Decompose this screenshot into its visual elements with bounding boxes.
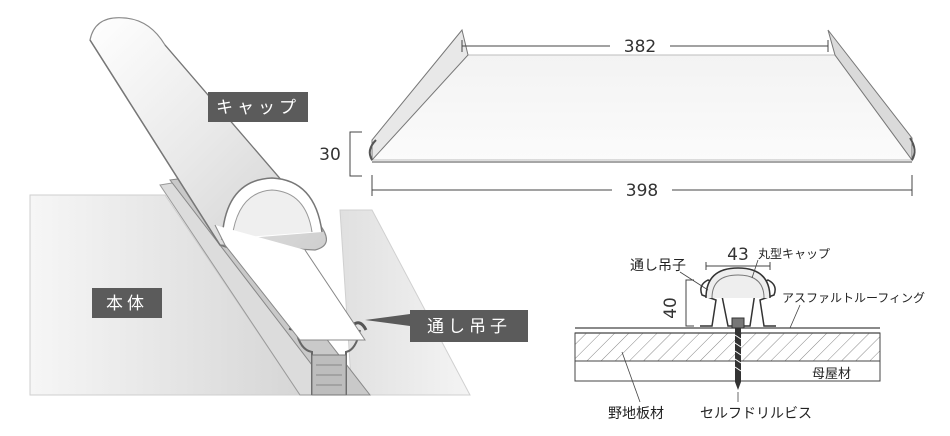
inner-clip: [214, 224, 366, 341]
cap-label: キャップ: [216, 98, 300, 118]
section-cap-label: 丸型キャップ: [758, 247, 830, 261]
section-clip-label: 通し吊子: [630, 258, 686, 274]
clip-label: 通し吊子: [427, 317, 511, 337]
body-label: 本体: [106, 294, 148, 314]
section-sheathing-label: 野地板材: [608, 406, 664, 422]
section-height-dim: 40: [661, 297, 681, 319]
section-width-dim: 43: [727, 245, 749, 265]
panel-diagram: 382 398 30: [319, 28, 916, 201]
sheathing-hatch: [574, 332, 881, 362]
purlin: [574, 360, 881, 382]
section-roofing-label: アスファルトルーフィング: [782, 291, 925, 305]
dim-top-width: 382: [624, 37, 656, 57]
dim-bottom-width: 398: [626, 181, 658, 201]
roof-3d-illustration: [29, 17, 471, 396]
section-screw-label: セルフドリルビス: [700, 406, 812, 422]
panel-right-edge: [827, 29, 913, 162]
dim-height: 30: [319, 145, 341, 165]
screw-head: [731, 317, 745, 329]
cross-section: 43 40 通し吊子 丸型キャップ アスファルトルーフィング 母屋材 野地板材 …: [574, 245, 925, 422]
section-round-cap: [705, 267, 771, 299]
body-label-tag: 本体: [92, 288, 162, 318]
cap-label-tag: キャップ: [208, 92, 308, 122]
roof-right-plane: [339, 209, 471, 396]
section-purlin-label: 母屋材: [812, 367, 851, 382]
clip-label-tag: 通し吊子: [365, 310, 528, 342]
